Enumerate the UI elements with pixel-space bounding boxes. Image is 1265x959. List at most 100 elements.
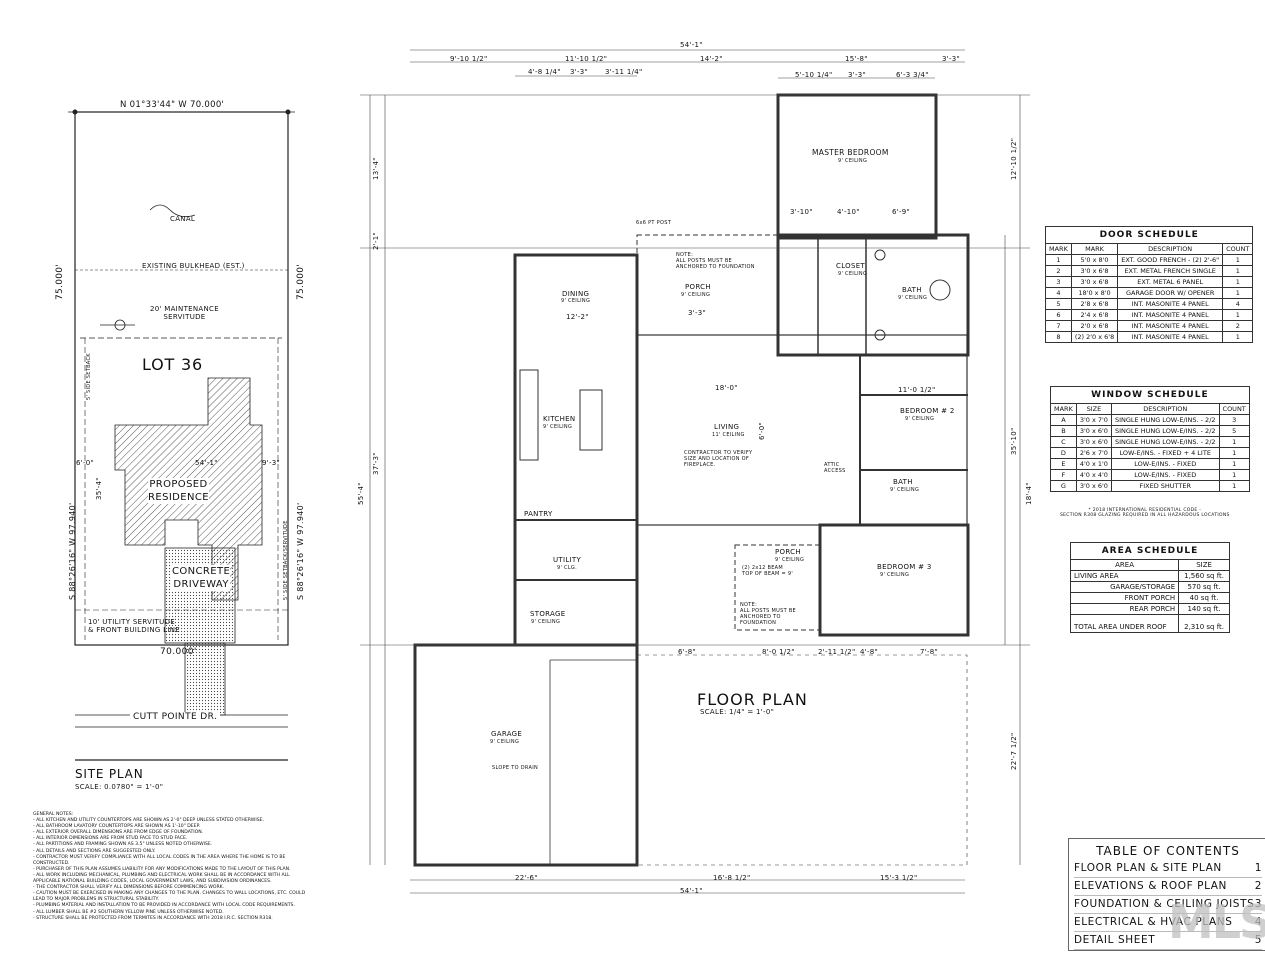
general-notes-title: GENERAL NOTES: (33, 812, 74, 817)
storage-ceiling: 9' CEILING (531, 619, 561, 625)
left-dim: 55'-4" (357, 482, 365, 505)
cell: INT. MASONITE 4 PANEL (1117, 320, 1224, 332)
note-line: - CAUTION MUST BE EXERCISED IN MAKING AN… (33, 891, 306, 897)
utility-ceiling: 9' CLG. (557, 565, 577, 571)
cell: 40 sq ft. (1178, 592, 1230, 604)
cell: INT. MASONITE 4 PANEL (1117, 309, 1224, 321)
cell: EXT. METAL 6 PANEL (1117, 276, 1224, 288)
north-bearing: N 01°33'44" W 70.000' (120, 100, 225, 110)
cell: 18'0 x 8'0 (1070, 287, 1119, 299)
cell: 3'0 x 6'0 (1075, 480, 1112, 492)
right-bearing: S 88°26'16" W 97.940' (296, 502, 305, 600)
kitchen-label: KITCHEN (543, 415, 576, 423)
floor-plan-walls (413, 93, 970, 867)
right-dim: 18'-4" (1025, 482, 1033, 505)
cell: 5'0 x 8'0 (1070, 254, 1119, 266)
kitchen-ceiling: 9' CEILING (543, 424, 573, 430)
cell: 3'0 x 6'8 (1070, 276, 1119, 288)
note-line: - PURCHASER OF THIS PLAN ASSUMES LIABILI… (33, 866, 291, 872)
cell: REAR PORCH (1069, 603, 1180, 615)
toc-label: ELECTRICAL & HVAC PLANS (1074, 916, 1233, 928)
toc-page: 3 (1254, 898, 1262, 910)
right-dim: 35'-10" (1010, 427, 1018, 455)
floor-plan-title: FLOOR PLAN (697, 690, 808, 709)
note-line: - STRUCTURE SHALL BE PROTECTED FROM TERM… (33, 915, 273, 921)
porch-width: 3'-3" (688, 309, 707, 317)
cell: SINGLE HUNG LOW-E/INS. - 2/2 (1110, 436, 1220, 448)
window-schedule-title: WINDOW SCHEDULE (1050, 386, 1250, 403)
area-header: AREA (1069, 559, 1180, 571)
house-depth: 35'-4" (95, 477, 103, 500)
cell: EXT. METAL FRENCH SINGLE (1117, 265, 1224, 277)
house-width: 54'-1" (195, 459, 218, 467)
cell: 4 (1045, 287, 1072, 299)
top-dim: 11'-10 1/2" (565, 55, 608, 63)
mb-top-dim: 6'-3 3/4" (896, 71, 929, 79)
cell: LOW-E/INS. - FIXED + 4 LITE (1110, 447, 1220, 459)
front-porch-label: PORCH (775, 548, 801, 556)
area-schedule-title: AREA SCHEDULE (1070, 542, 1230, 559)
site-plan-title: SITE PLAN (75, 767, 144, 781)
cell: 3 (1045, 276, 1072, 288)
cell: 2 (1222, 320, 1254, 332)
pantry-label: PANTRY (524, 510, 553, 518)
utility-label: UTILITY (553, 556, 582, 564)
lot-label: LOT 36 (142, 355, 203, 374)
living-ceiling: 11' CEILING (712, 432, 745, 438)
bath-ceiling: 9' CEILING (898, 295, 928, 301)
cell: G (1050, 480, 1077, 492)
cell: 3'0 x 6'0 (1075, 425, 1112, 437)
dimension-lines (360, 49, 1030, 894)
front-dim: 8'-0 1/2" (762, 648, 795, 656)
bath-label: BATH (902, 286, 922, 294)
note-line: - ALL WORK INCLUDING MECHANICAL, PLUMBIN… (33, 872, 290, 878)
cell: FIXED SHUTTER (1110, 480, 1220, 492)
left-offset: 6'-0" (76, 459, 95, 467)
site-plan-scale: SCALE: 0.0780" = 1'-0" (75, 783, 164, 791)
bath2-ceiling: 9' CEILING (890, 487, 920, 493)
cell: 5 (1045, 298, 1072, 310)
cell: 2,310 sq ft. (1178, 614, 1230, 633)
window-header: MARK (1050, 403, 1077, 415)
cell: 2'0 x 6'8 (1070, 320, 1119, 332)
area-header: SIZE (1178, 559, 1230, 571)
cell: 3'0 x 6'0 (1075, 436, 1112, 448)
note-line: CONSTRUCTED. (33, 860, 70, 866)
proposed-residence-footprint (114, 377, 263, 716)
window-header: DESCRIPTION (1110, 403, 1220, 415)
overall-bottom-dim: 54'-1" (680, 887, 703, 895)
cell: 2'4 x 6'8 (1070, 309, 1119, 321)
cell: 1,560 sq ft. (1178, 570, 1230, 582)
cell: 7 (1045, 320, 1072, 332)
mb-top-dim: 3'-3" (848, 71, 867, 79)
cell: (2) 2'0 x 6'8 (1070, 331, 1119, 343)
front-porch-ceiling: 9' CEILING (775, 557, 805, 563)
cell: 1 (1218, 436, 1250, 448)
overall-top-dim: 54'-1" (680, 41, 703, 49)
cell: 140 sq ft. (1178, 603, 1230, 615)
right-dim: 12'-10 1/2" (1010, 137, 1018, 180)
door-schedule-title: DOOR SCHEDULE (1045, 226, 1254, 243)
mls-watermark: MLS (1168, 895, 1265, 949)
cell: 6 (1045, 309, 1072, 321)
left-dim: 13'-4" (372, 157, 380, 180)
dining-ceiling: 9' CEILING (561, 298, 591, 304)
site-lot-boundary (68, 109, 295, 761)
side-setback-label: 5' SIDE SETBACK (86, 353, 92, 400)
street-name: CUTT POINTE DR. (130, 712, 221, 722)
front-dim: 2'-11 1/2" (818, 648, 856, 656)
door-header: DESCRIPTION (1117, 243, 1224, 255)
cell: 4 (1222, 298, 1254, 310)
note-line: - ALL INTERIOR DIMENSIONS ARE FROM STUD … (33, 836, 188, 842)
toc-page: 1 (1254, 862, 1262, 874)
beam-note: (2) 2x12 BEAM TOP OF BEAM = 9' (742, 565, 794, 577)
proposed-residence-label: PROPOSED RESIDENCE (148, 478, 209, 504)
